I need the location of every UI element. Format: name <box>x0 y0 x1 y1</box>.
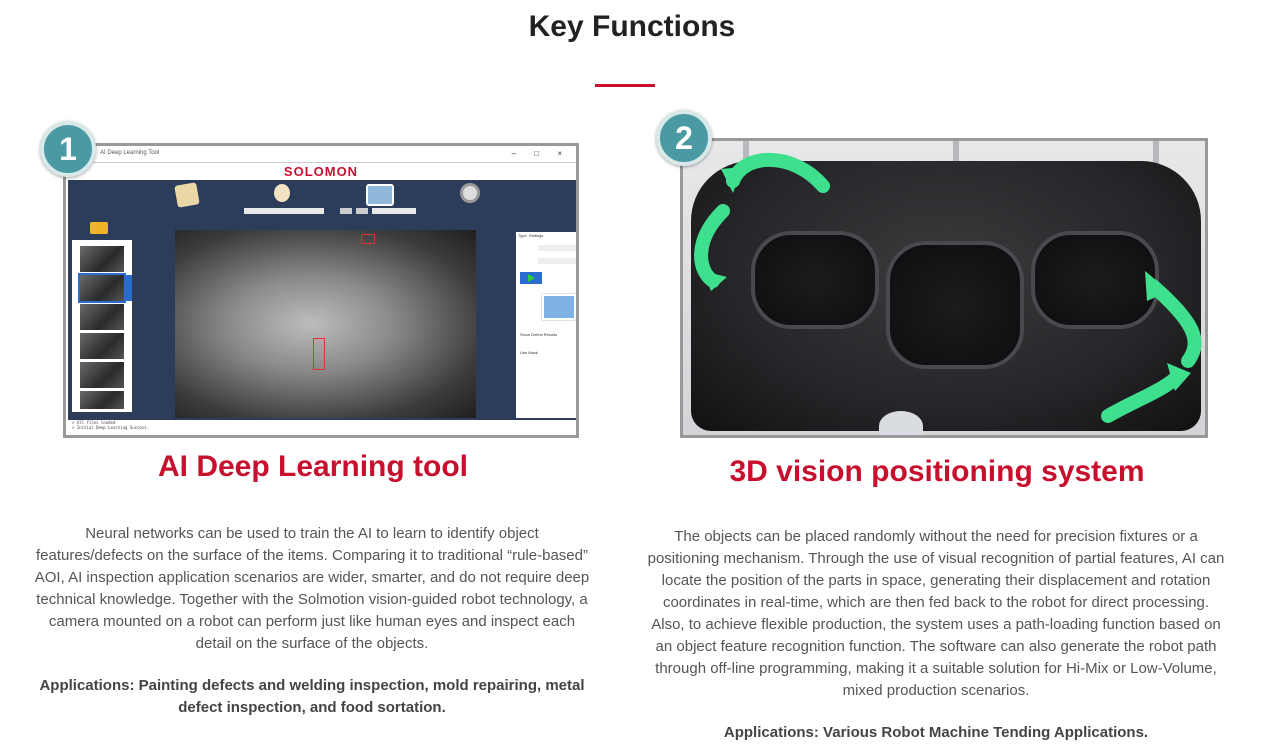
thumbnail-item[interactable] <box>80 391 124 409</box>
card-description-2: The objects can be placed randomly witho… <box>647 528 1225 699</box>
run-button[interactable] <box>520 272 542 284</box>
solomon-logo: SOLOMON <box>283 164 359 179</box>
app-main-area: Type Settings Show Defect Results Use Ma… <box>68 180 576 420</box>
card-description-1: Neural networks can be used to train the… <box>34 525 590 652</box>
thumbnail-item[interactable] <box>80 304 124 330</box>
hood-panel-left <box>751 231 879 329</box>
window-controls: – □ × <box>511 149 570 158</box>
rotate-arrow-right-icon <box>1146 279 1202 368</box>
output-log: > All files loaded > Initial Deep Learni… <box>68 420 576 435</box>
step-number-badge-1: 1 <box>40 121 96 177</box>
car-hood-photo <box>680 138 1208 438</box>
use-mask-checkbox[interactable]: Use Mask <box>520 350 538 355</box>
card-heading-2: 3D vision positioning system <box>729 455 1145 488</box>
thumbnail-item[interactable] <box>80 362 124 388</box>
log-line: > All files loaded <box>72 420 116 425</box>
play-icon <box>528 274 535 282</box>
folder-icon[interactable] <box>90 222 108 234</box>
camera-photo-icon <box>542 294 576 320</box>
settings-panel: Type Settings Show Defect Results Use Ma… <box>516 232 576 418</box>
rotate-arrow-bottom-right-icon <box>1101 369 1185 423</box>
defect-marker <box>313 338 325 370</box>
rotation-arrows <box>694 152 1202 423</box>
thumbnail-item[interactable] <box>80 333 124 359</box>
arrowhead-icon <box>1167 363 1191 391</box>
card-heading-1: AI Deep Learning tool <box>157 450 469 483</box>
inspection-image-view[interactable] <box>175 230 476 418</box>
capture-button[interactable] <box>356 208 368 214</box>
image-path-field[interactable] <box>372 208 416 214</box>
browse-button[interactable] <box>340 208 352 214</box>
rotate-arrow-top-left-icon <box>726 152 830 193</box>
hood-panel-right <box>1031 231 1159 329</box>
thumbnail-item-selected[interactable] <box>78 273 126 303</box>
arrowhead-icon <box>703 271 727 291</box>
robot-camera <box>879 411 923 435</box>
thumbnail-list[interactable] <box>72 240 132 412</box>
clipboard-icon <box>174 182 200 208</box>
tab-settings[interactable]: Settings <box>528 233 544 238</box>
ai-deep-learning-screenshot: AI Deep Learning Tool – □ × SOLOMON <box>63 143 579 438</box>
thumbnail-item[interactable] <box>80 246 124 272</box>
card-applications-1: Applications: Painting defects and weldi… <box>39 677 585 716</box>
app-window-title: AI Deep Learning Tool <box>100 150 160 156</box>
page-title: Key Functions <box>528 10 736 43</box>
defect-marker <box>361 234 375 244</box>
list-scrollbar[interactable] <box>126 275 132 301</box>
arrowhead-icon <box>1145 271 1169 301</box>
rotate-arrow-left-icon <box>694 204 730 288</box>
webcam-icon <box>460 183 480 203</box>
app-titlebar: AI Deep Learning Tool – □ × <box>66 146 576 163</box>
card-applications-2: Applications: Various Robot Machine Tend… <box>723 724 1149 741</box>
log-line: > Initial Deep Learning Success. <box>72 425 150 430</box>
type-field[interactable] <box>538 245 576 251</box>
title-divider <box>595 84 655 87</box>
car-hood <box>691 161 1201 431</box>
model-path-field[interactable] <box>244 208 324 214</box>
arrowhead-icon <box>721 167 743 193</box>
brain-icon <box>274 184 290 202</box>
step-number-badge-2: 2 <box>656 110 712 166</box>
loc-field[interactable] <box>538 258 576 264</box>
hood-panel-center <box>886 241 1024 369</box>
tab-type[interactable]: Type <box>518 233 527 238</box>
show-defect-checkbox[interactable]: Show Defect Results <box>520 332 558 337</box>
image-icon <box>366 184 394 206</box>
